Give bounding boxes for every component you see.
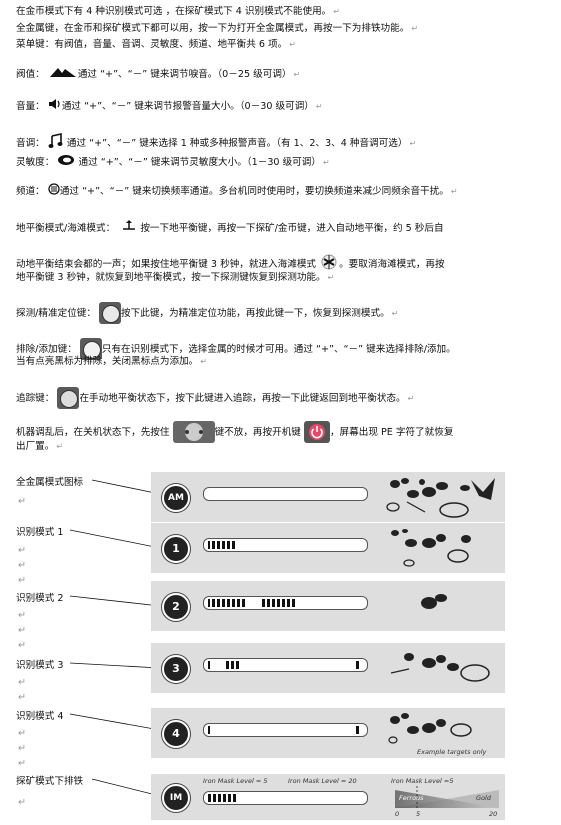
mode-panel-disc-2: 2 <box>151 581 505 631</box>
sensitivity-icon <box>57 154 75 170</box>
ferrous-gold-gradient <box>395 786 499 810</box>
iron-mask-label-5b: Iron Mask Level =5 <box>391 777 454 785</box>
para-factory-reset-2: 出厂置。↵ <box>16 441 64 452</box>
gold-label: Gold <box>476 794 491 802</box>
disc-scale <box>203 538 368 552</box>
target-icons <box>388 713 472 744</box>
para-all-metal-key: 全金属键，在金币和探矿模式下都可以用，按一下为打开全金属模式，再按一下为排铁功能… <box>16 23 419 34</box>
mode-label-disc-1: 识别模式 1 <box>16 527 64 538</box>
target-icons <box>391 529 471 567</box>
ground-balance-icon <box>121 219 137 237</box>
para-tracking: 追踪键： 在手动地平衡状态下，按下此键进入追踪，再按一下此键返回到地平衡状态。↵ <box>16 387 414 409</box>
mode-badge: 4 <box>162 720 190 748</box>
para-sensitivity: 灵敏度： 通过 “+”、“－” 键来调节灵敏度大小。（1－30 级可调）↵ <box>16 154 330 170</box>
pinpoint-button-icon <box>99 302 122 324</box>
disc-scale <box>203 791 368 805</box>
channel-icon <box>48 183 60 199</box>
mode-label-disc-3: 识别模式 3 <box>16 660 64 671</box>
disc-scale <box>203 723 368 737</box>
para-volume: 音量： 通过 “+”、“－” 键来调节报警音量大小。（0－30 级可调）↵ <box>16 98 323 114</box>
mode-badge: IM <box>162 784 190 812</box>
tracking-button-icon <box>57 387 80 409</box>
mode-badge: 2 <box>162 593 190 621</box>
para-pinpoint: 探测/精准定位键： 按下此键，为精准定位功能，再按此键一下，恢复到探测模式。↵ <box>16 302 398 324</box>
mode-label-disc-4: 识别模式 4 <box>16 711 64 722</box>
disc-scale <box>203 487 368 501</box>
mode-label-iron-mask: 探矿模式下排铁 <box>16 776 84 787</box>
para-gold-modes: 在金币模式下有 4 种识别模式可选 ，在探矿模式下 4 识别模式不能使用。↵ <box>16 6 340 17</box>
mode-label-disc-2: 识别模式 2 <box>16 593 64 604</box>
para-reject-accept-2: 当有点亮黑标为排除，关闭黑标点为添加。↵ <box>16 356 207 367</box>
mode-panel-iron-mask: IM Iron Mask Level = 5 Iron Mask Level =… <box>151 774 505 820</box>
target-icons <box>390 653 490 682</box>
mode-panel-disc-1: 1 <box>151 523 505 573</box>
plus-minus-keypad-icon <box>172 421 215 443</box>
para-ground-balance-2: 动地平衡结束会都的一声；如果按住地平衡键 3 秒钟，就进入海滩模式 。要取消海滩… <box>16 253 445 275</box>
para-ground-balance-3: 地平衡键 3 秒钟，就恢复到地平衡模式，按一下探测键恢复到探测功能。↵ <box>16 272 335 283</box>
para-factory-reset: 机器调乱后，在关机状态下，先按住 键不放，再按开机键 ，屏幕出现 PE 字符了就… <box>16 421 453 443</box>
disc-scale <box>203 658 368 672</box>
mode-badge: 3 <box>162 655 190 683</box>
iron-mask-label-5: Iron Mask Level = 5 <box>203 777 268 785</box>
tick-0: 0 <box>395 810 400 818</box>
mode-panel-disc-4: 4 Example targets only <box>151 708 505 758</box>
mode-label-all-metal: 全金属模式图标 <box>16 477 84 488</box>
para-reject-accept: 排除/添加键： 只有在识别模式下，选择金属的时候才可用。通过 “+”、“－” 键… <box>16 338 456 360</box>
ferrous-label: Ferrous <box>399 794 424 802</box>
beach-mode-icon <box>319 253 339 275</box>
tick-5: 5 <box>416 810 421 818</box>
target-icons <box>386 478 495 518</box>
iron-mask-label-20: Iron Mask Level = 20 <box>288 777 357 785</box>
para-threshold: 阀值： 通过 “+”、“－” 键来调节唳音。（0－25 级可调）↵ <box>16 66 300 82</box>
tick-20: 20 <box>489 810 498 818</box>
para-menu-key: 菜单键：有阀值，音量、音调、灵敏度、频道、地平衡共 6 项。↵ <box>16 39 296 50</box>
example-targets-caption: Example targets only <box>417 748 487 756</box>
para-ground-balance: 地平衡模式/海滩模式： 按一下地平衡键，再按一下探矿/金币键，进入自动地平衡，约… <box>16 219 444 237</box>
threshold-icon <box>48 66 78 82</box>
para-tone: 音调： 通过 “+”、“－” 键来选择 1 种或多种报警声音。（有 1、2、3、… <box>16 133 416 153</box>
mode-badge: AM <box>162 484 190 512</box>
music-note-icon <box>48 133 64 153</box>
reject-accept-button-icon <box>79 338 102 360</box>
mode-badge: 1 <box>162 535 190 563</box>
target-icons <box>421 594 447 609</box>
mode-panel-disc-3: 3 <box>151 643 505 693</box>
speaker-icon <box>48 98 62 114</box>
para-channel: 频道： 通过 “+”、“－” 键来切换频率通道。多台机同时使用时，要切换频道来减… <box>16 183 458 199</box>
disc-scale <box>203 596 368 610</box>
power-button-icon <box>303 421 330 443</box>
mode-panel-all-metal: AM <box>151 472 505 522</box>
